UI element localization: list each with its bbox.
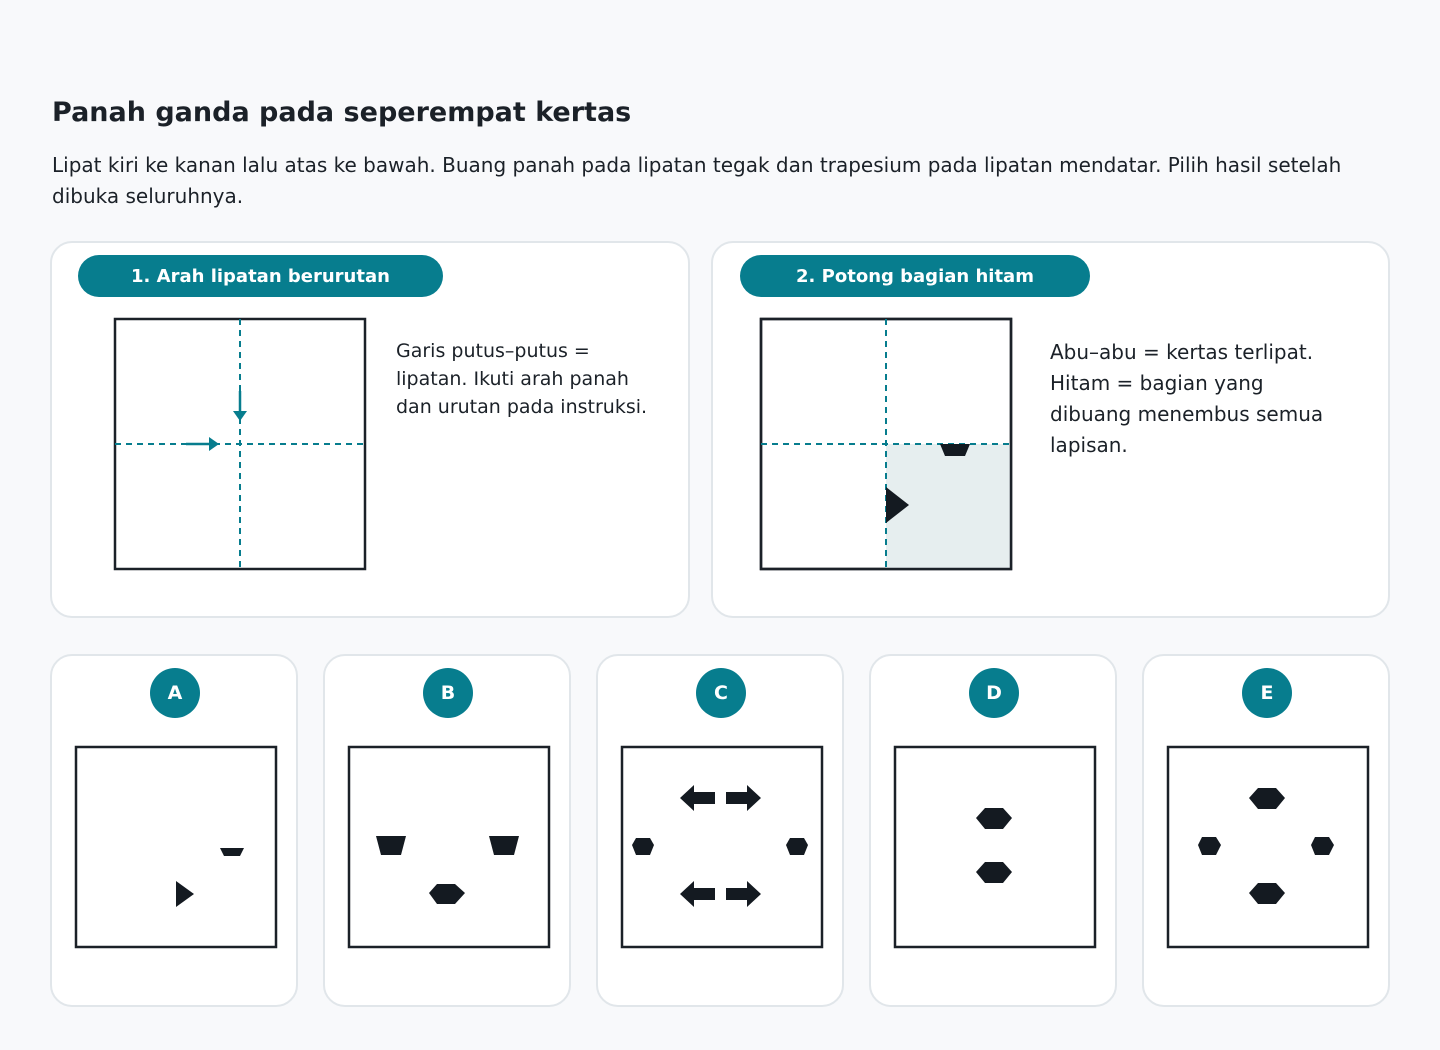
page-title: Panah ganda pada seperempat kertas bbox=[52, 97, 632, 128]
diamond-hole-bottom bbox=[1249, 883, 1285, 904]
cut-panel: 2. Potong bagian hitam Abu–abu = kertas … bbox=[711, 241, 1390, 618]
cut-diagram bbox=[759, 317, 1013, 571]
hexagon-hole-right bbox=[1311, 837, 1334, 855]
hexagon-hole-right bbox=[786, 838, 808, 855]
option-b-figure bbox=[347, 745, 551, 949]
answer-option-b[interactable]: B bbox=[323, 654, 571, 1007]
option-letter-badge: B bbox=[423, 668, 473, 718]
cut-caption: Abu–abu = kertas terlipat. Hitam = bagia… bbox=[1050, 340, 1324, 457]
panel-label-cut: 2. Potong bagian hitam bbox=[740, 255, 1090, 297]
option-e-figure bbox=[1166, 745, 1370, 949]
unfolded-paper bbox=[893, 745, 1097, 949]
answer-option-c[interactable]: C bbox=[596, 654, 844, 1007]
fold-right-arrow-icon bbox=[186, 437, 219, 451]
arrow-cut bbox=[886, 487, 909, 523]
option-letter-badge: E bbox=[1242, 668, 1292, 718]
option-letter-badge: D bbox=[969, 668, 1019, 718]
option-d-figure bbox=[893, 745, 1097, 949]
fold-caption: Garis putus–putus = lipatan. Ikuti arah … bbox=[396, 340, 648, 418]
diamond-hole-top bbox=[976, 808, 1012, 829]
fold-down-arrow-icon bbox=[233, 391, 247, 421]
unfolded-paper bbox=[74, 745, 278, 949]
trapezoid-hole bbox=[220, 848, 244, 856]
hexagon-hole-left bbox=[1198, 837, 1221, 855]
double-arrow-hole-top bbox=[680, 785, 761, 811]
fold-direction-panel: 1. Arah lipatan berurutan Garis putus–pu… bbox=[50, 241, 690, 618]
option-letter-badge: C bbox=[696, 668, 746, 718]
option-a-figure bbox=[74, 745, 278, 949]
trapezoid-hole-left bbox=[376, 836, 406, 855]
diamond-hole-bottom bbox=[976, 862, 1012, 883]
fold-diagram bbox=[113, 317, 367, 571]
triangle-hole bbox=[176, 881, 194, 907]
answer-option-e[interactable]: E bbox=[1142, 654, 1390, 1007]
answer-option-d[interactable]: D bbox=[869, 654, 1117, 1007]
double-arrow-hole-bottom bbox=[680, 881, 761, 907]
trapezoid-hole-right bbox=[489, 836, 519, 855]
answer-option-a[interactable]: A bbox=[50, 654, 298, 1007]
diamond-hole bbox=[429, 884, 465, 904]
trapezoid-cut bbox=[940, 444, 970, 456]
unfolded-paper bbox=[1166, 745, 1370, 949]
option-letter-badge: A bbox=[150, 668, 200, 718]
instructions-text: Lipat kiri ke kanan lalu atas ke bawah. … bbox=[52, 153, 1342, 208]
option-c-figure bbox=[620, 745, 824, 949]
hexagon-hole-left bbox=[632, 838, 654, 855]
panel-label-fold-direction: 1. Arah lipatan berurutan bbox=[78, 255, 443, 297]
diamond-hole-top bbox=[1249, 788, 1285, 809]
